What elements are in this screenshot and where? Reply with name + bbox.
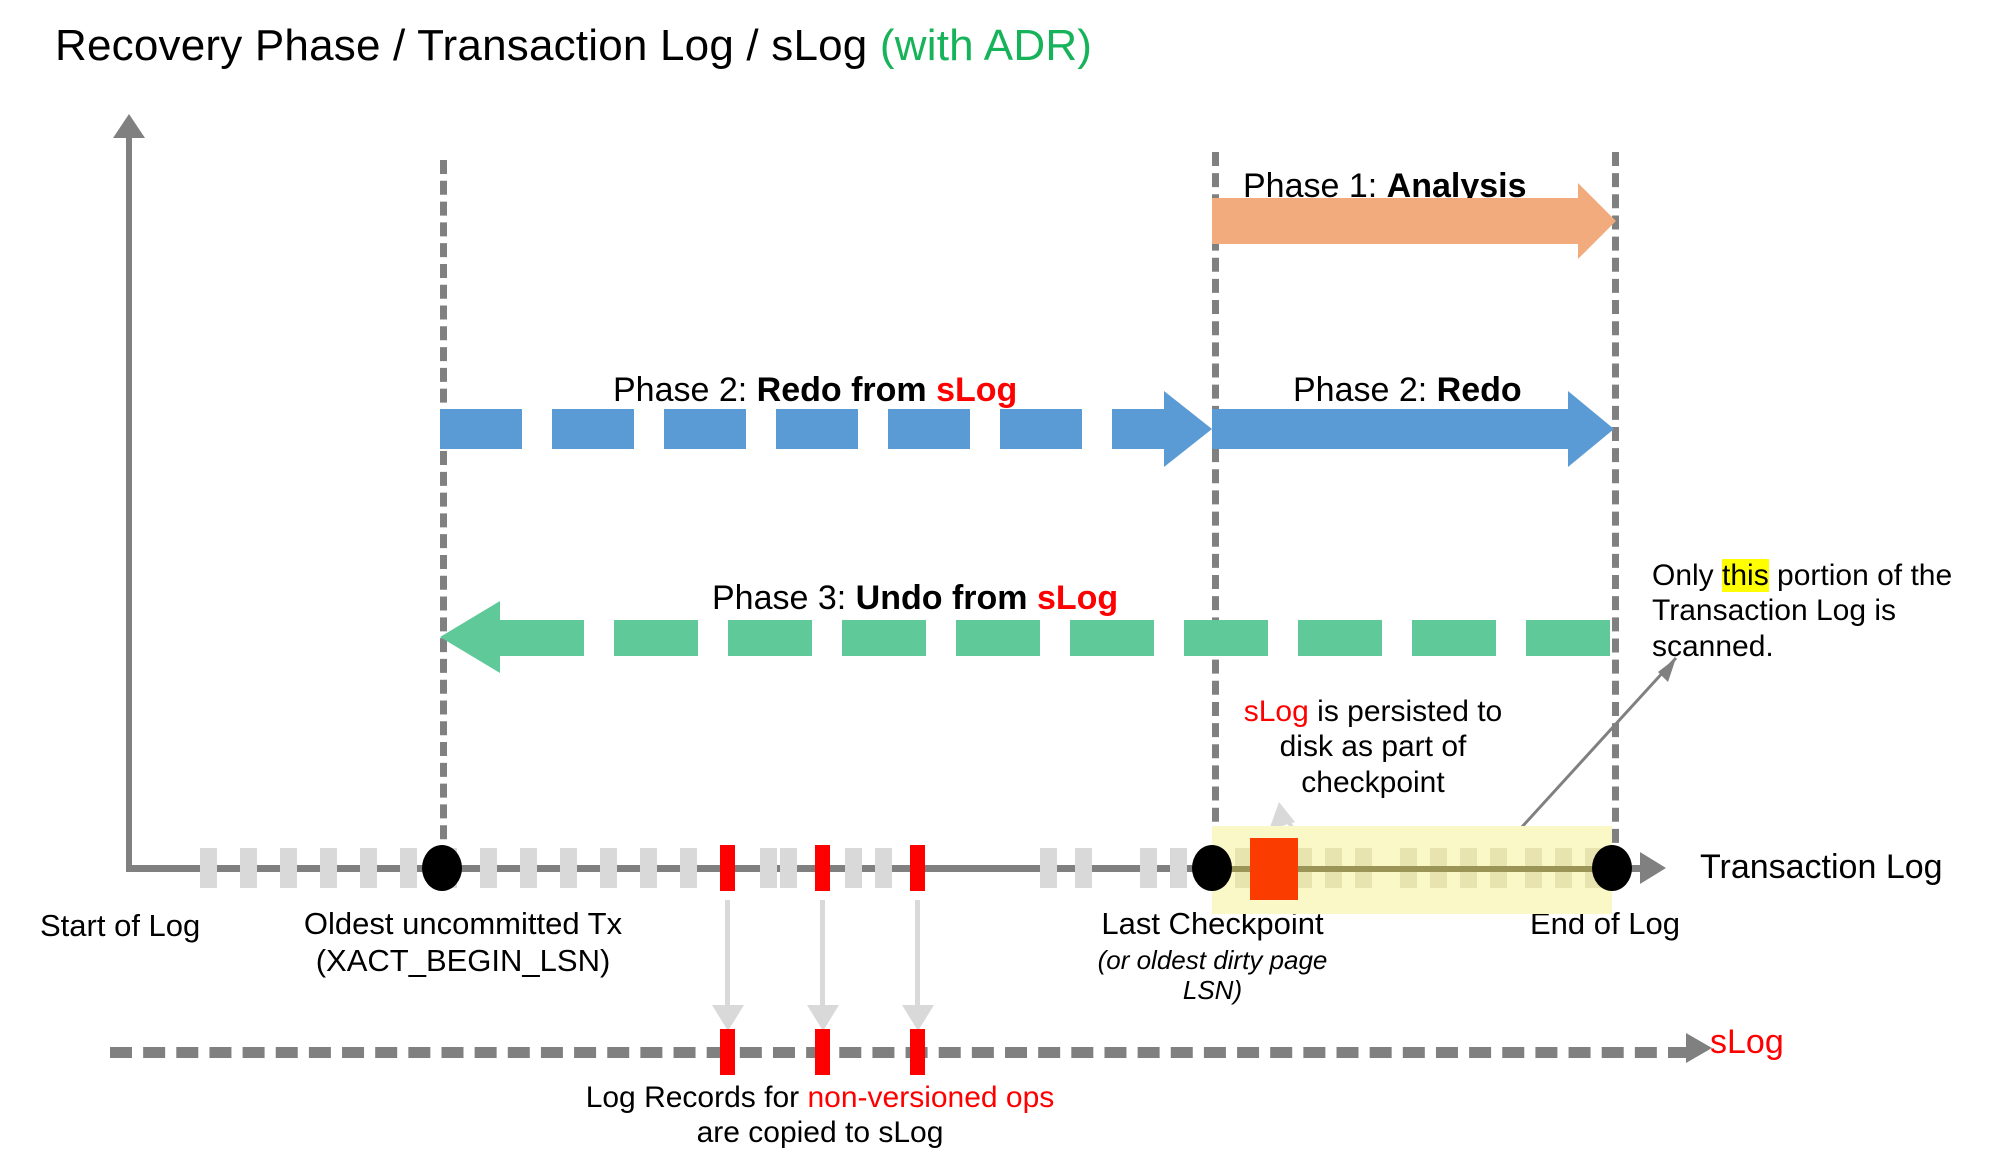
- label-last-checkpoint-sub: (or oldest dirty page LSN): [1097, 944, 1328, 1006]
- log-record-tick: [845, 848, 862, 888]
- label-last-checkpoint: Last Checkpoint(or oldest dirty page LSN…: [1090, 906, 1335, 1006]
- label-transaction-log: Transaction Log: [1700, 848, 1943, 886]
- checkpoint-persist-accent: sLog: [1243, 695, 1309, 728]
- phase3-name-accent: sLog: [1036, 579, 1119, 617]
- phase2a-arrowhead-icon: [1164, 391, 1212, 467]
- phase1-arrowhead-icon: [1578, 183, 1616, 259]
- log-record-tick: [360, 848, 377, 888]
- annotation-scanned-portion: Only this portion of the Transaction Log…: [1652, 558, 1982, 664]
- log-record-tick: [640, 848, 657, 888]
- guide-last-checkpoint: [1212, 152, 1219, 864]
- log-record-tick: [240, 848, 257, 888]
- y-axis-line: [126, 128, 132, 872]
- nonversioned-log-record-tick: [815, 845, 830, 891]
- log-record-tick: [560, 848, 577, 888]
- phase2b-arrow-body: [1212, 409, 1572, 449]
- phase3-name: Undo from: [855, 579, 1037, 617]
- log-record-tick: [400, 848, 417, 888]
- copy-accent: non-versioned ops: [807, 1081, 1055, 1114]
- label-oldest-uncommitted-main: Oldest uncommitted Tx: [303, 906, 623, 941]
- log-record-tick: [200, 848, 217, 888]
- label-slog: sLog: [1710, 1023, 1784, 1061]
- copy-arrow-icon: [902, 900, 934, 1031]
- scanned-post: portion of the Transaction Log is scanne…: [1652, 559, 1953, 663]
- log-record-tick: [1040, 848, 1057, 888]
- marker-dot-end-of-log: [1592, 845, 1632, 891]
- slog-record: [815, 1029, 830, 1075]
- copy-arrow-icon: [712, 900, 744, 1031]
- scanned-pre: Only: [1652, 559, 1723, 592]
- copy-post: are copied to sLog: [696, 1116, 944, 1150]
- phase2a-prefix: Phase 2:: [613, 371, 757, 409]
- slog-checkpoint-record: [1250, 838, 1298, 900]
- slog-record: [910, 1029, 925, 1075]
- log-record-tick: [1140, 848, 1157, 888]
- phase3-prefix: Phase 3:: [712, 579, 856, 617]
- label-oldest-uncommitted: Oldest uncommitted Tx(XACT_BEGIN_LSN): [293, 906, 633, 979]
- phase3-label: Phase 3: Undo from sLog: [712, 578, 1118, 618]
- scanned-highlight: this: [1722, 559, 1769, 592]
- marker-dot-oldest-uncommitted: [422, 845, 462, 891]
- nonversioned-log-record-tick: [910, 845, 925, 891]
- phase2b-label: Phase 2: Redo: [1293, 370, 1522, 410]
- marker-dot-last-checkpoint: [1192, 845, 1232, 891]
- log-record-tick: [320, 848, 337, 888]
- phase2a-name-accent: sLog: [936, 371, 1018, 409]
- phase2b-prefix: Phase 2:: [1293, 371, 1437, 409]
- log-record-tick: [1075, 848, 1092, 888]
- copy-pre: Log Records for: [585, 1081, 808, 1114]
- phase3-arrow-body: [500, 620, 1612, 656]
- phase3-arrowhead-icon: [440, 601, 500, 673]
- guide-oldest-uncommitted: [440, 160, 447, 860]
- title-accent: (with ADR): [879, 21, 1093, 70]
- slog-arrowhead-icon: [1686, 1033, 1712, 1063]
- phase2b-arrowhead-icon: [1568, 391, 1614, 467]
- phase2b-name: Redo: [1436, 371, 1522, 409]
- log-record-tick: [520, 848, 537, 888]
- phase2a-label: Phase 2: Redo from sLog: [613, 370, 1017, 410]
- phase2a-arrow-body: [440, 409, 1170, 449]
- log-record-tick: [780, 848, 797, 888]
- nonversioned-log-record-tick: [720, 845, 735, 891]
- slog-axis-line: [110, 1047, 1690, 1058]
- label-start-of-log: Start of Log: [40, 908, 201, 943]
- log-record-tick: [680, 848, 697, 888]
- phase2a-name: Redo from: [756, 371, 937, 409]
- page-title: Recovery Phase / Transaction Log / sLog …: [55, 20, 1092, 72]
- title-main: Recovery Phase / Transaction Log / sLog: [55, 21, 880, 70]
- log-record-tick: [600, 848, 617, 888]
- transaction-log-arrowhead-icon: [1640, 852, 1666, 884]
- annotation-copied-to-slog: Log Records for non-versioned ops are co…: [570, 1080, 1070, 1151]
- phase1-arrow-body: [1212, 198, 1580, 244]
- log-record-tick: [280, 848, 297, 888]
- copy-arrow-icon: [807, 900, 839, 1031]
- scanned-region-axis-line: [1212, 866, 1612, 872]
- label-oldest-uncommitted-sub: (XACT_BEGIN_LSN): [315, 942, 611, 978]
- slog-record: [720, 1029, 735, 1075]
- log-record-tick: [1170, 848, 1187, 888]
- checkpoint-persist-text: is persisted to disk as part of checkpoi…: [1279, 695, 1503, 799]
- log-record-tick: [760, 848, 777, 888]
- log-record-tick: [480, 848, 497, 888]
- guide-end-of-log: [1612, 152, 1619, 864]
- annotation-checkpoint-persist: sLog is persisted to disk as part of che…: [1238, 694, 1508, 800]
- log-record-tick: [875, 848, 892, 888]
